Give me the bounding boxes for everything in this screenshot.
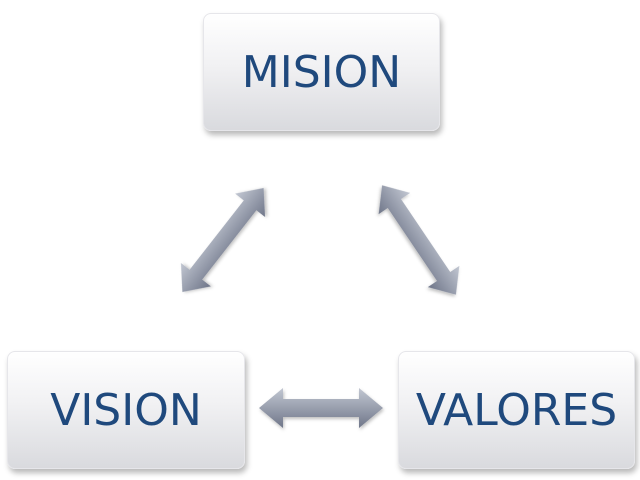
double-arrow-mision-valores [378, 185, 460, 295]
node-vision-label: VISION [50, 384, 202, 436]
node-mision: MISION [203, 13, 440, 131]
double-arrow-mision-vision [180, 187, 266, 293]
node-mision-label: MISION [241, 46, 402, 98]
node-valores-label: VALORES [415, 384, 618, 436]
double-arrow-vision-valores [259, 388, 383, 428]
node-valores: VALORES [398, 351, 635, 469]
node-vision: VISION [7, 351, 245, 469]
